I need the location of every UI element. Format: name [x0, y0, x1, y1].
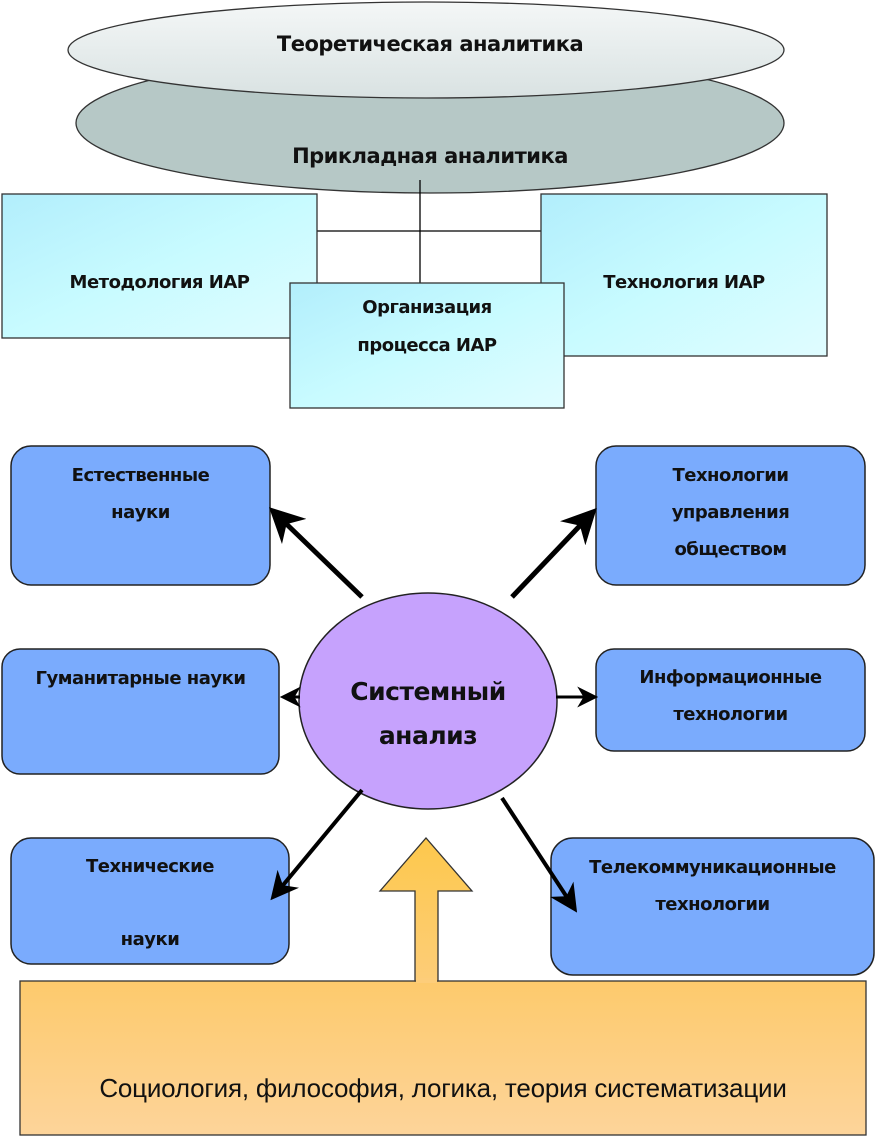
system-analysis-label: Системный анализ: [300, 669, 556, 759]
natural-sciences-label: Естественные науки: [11, 456, 270, 532]
theoretical-analytics-label: Теоретическая аналитика: [120, 26, 740, 62]
methodology-text: Методология ИАР: [69, 272, 250, 293]
methodology-label: Методология ИАР: [2, 264, 317, 302]
applied-analytics-label: Прикладная аналитика: [120, 138, 740, 174]
arrow-to-natural: [268, 507, 364, 599]
technical-line2: науки: [120, 929, 180, 950]
natural-line2: науки: [111, 502, 170, 523]
humanities-box: [1, 648, 280, 775]
arrow-joint-cover: [416, 978, 437, 983]
foundation-text: Социология, философия, логика, теория си…: [99, 1072, 787, 1103]
telecom-line2: технологии: [655, 894, 770, 915]
technical-line1: Технические: [86, 856, 214, 877]
society-tech-label: Технологии управления обществом: [596, 456, 865, 568]
humanities-line1: Гуманитарные науки: [35, 667, 246, 689]
technical-sciences-box: [10, 837, 290, 965]
technology-text: Технология ИАР: [603, 272, 765, 293]
arrow-to-telecom: [500, 796, 578, 913]
info-line1: Информационные: [639, 667, 822, 688]
arrow-to-technical: [270, 788, 364, 901]
foundation-label: Социология, философия, логика, теория си…: [20, 1066, 866, 1110]
theoretical-analytics-text: Теоретическая аналитика: [276, 32, 584, 56]
society-line2: управления: [671, 501, 790, 523]
humanities-label: Гуманитарные науки: [2, 659, 279, 697]
theoretical-analytics-ellipse: [67, 1, 785, 99]
society-line3: обществом: [674, 538, 787, 560]
system-analysis-line2: анализ: [378, 721, 478, 750]
technical-sciences-label: Технические науки: [11, 848, 289, 958]
info-tech-label: Информационные технологии: [596, 658, 865, 734]
system-analysis-line1: Системный: [350, 677, 506, 706]
upward-arrow: [378, 837, 474, 982]
natural-line1: Естественные: [71, 465, 210, 486]
applied-analytics-text: Прикладная аналитика: [292, 144, 568, 168]
info-line2: технологии: [673, 704, 788, 725]
technology-label: Технология ИАР: [541, 264, 827, 302]
foundation-box: [19, 980, 867, 1136]
telecom-label: Телекоммуникационные технологии: [551, 848, 874, 924]
organization-line1: Организация: [362, 297, 492, 318]
methodology-box: [1, 193, 318, 339]
society-line1: Технологии: [672, 464, 789, 486]
organization-line2: процесса ИАР: [357, 335, 497, 356]
organization-box: [289, 282, 565, 409]
telecom-line1: Телекоммуникационные: [589, 857, 836, 878]
organization-label: Организация процесса ИАР: [290, 287, 564, 367]
technology-box: [540, 193, 828, 357]
arrow-to-society: [510, 507, 597, 599]
